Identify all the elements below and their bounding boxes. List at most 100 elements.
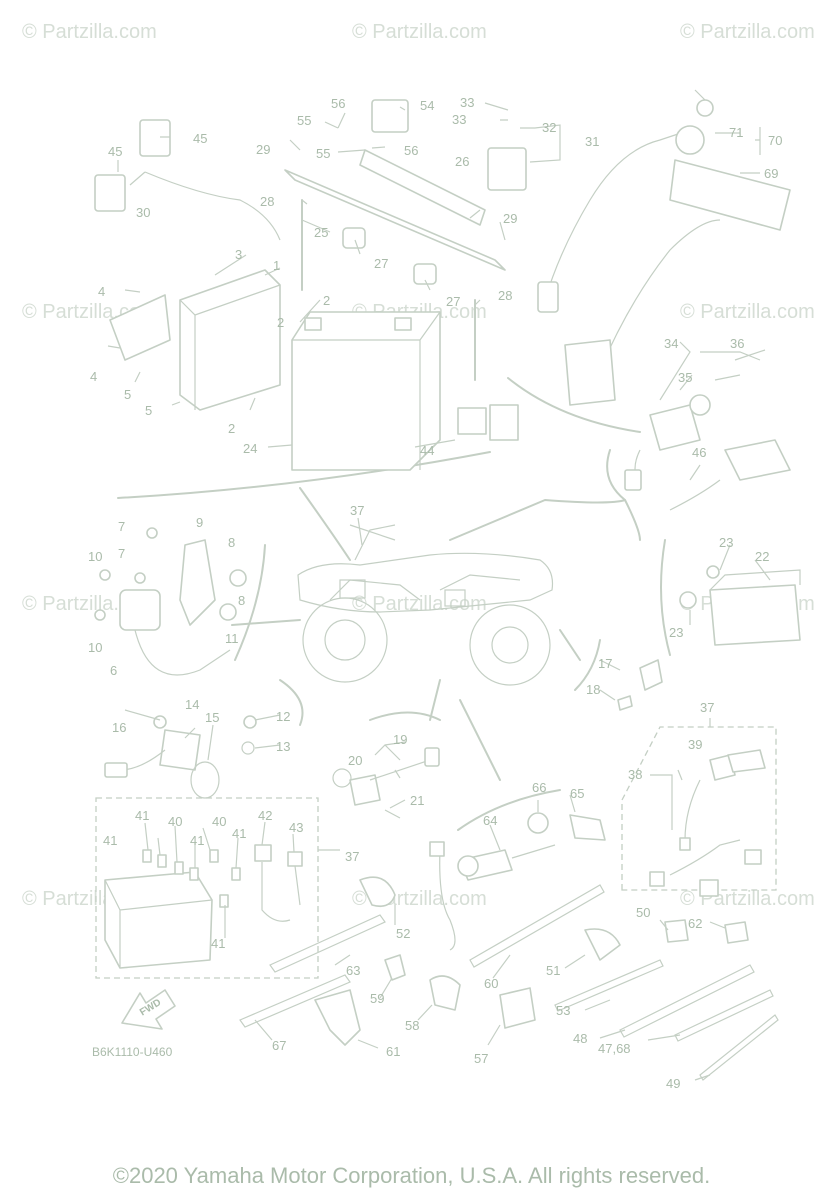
part-label: 41 (190, 833, 204, 848)
part-label: 41 (103, 833, 117, 848)
part-label: 2 (277, 315, 284, 330)
part-label: 41 (135, 808, 149, 823)
watermark: © Partzilla.com (680, 301, 815, 323)
part-label: 26 (455, 154, 469, 169)
part-label: 46 (692, 445, 706, 460)
part-label: 30 (136, 205, 150, 220)
cdi-unit (679, 565, 801, 646)
part-label: 40 (212, 814, 226, 829)
part-label: 61 (386, 1044, 400, 1059)
part-label: 31 (585, 134, 599, 149)
part-label: 41 (211, 936, 225, 951)
part-label: 54 (420, 98, 434, 113)
part-label: 63 (346, 963, 360, 978)
part-label: 7 (118, 519, 125, 534)
part-label: 52 (396, 926, 410, 941)
part-label: 20 (348, 753, 362, 768)
part-label: 6 (110, 663, 117, 678)
part-label: 22 (755, 549, 769, 564)
part-label: 3 (235, 247, 242, 262)
part-label: 67 (272, 1038, 286, 1053)
part-label: 16 (112, 720, 126, 735)
part-label: 70 (768, 133, 782, 148)
fwd-arrow: FWD (121, 989, 176, 1030)
ignition-coil-group (94, 527, 247, 676)
part-label: 66 (532, 780, 546, 795)
part-label: 29 (503, 211, 517, 226)
part-label: 69 (764, 166, 778, 181)
part-label: 42 (258, 808, 272, 823)
part-label: 34 (664, 336, 678, 351)
part-label: 2 (228, 421, 235, 436)
part-label: 58 (405, 1018, 419, 1033)
watermark: © Partzilla.com (22, 21, 157, 43)
part-label: 47,68 (598, 1041, 631, 1056)
part-label: 33 (452, 112, 466, 127)
part-label: 4 (90, 369, 97, 384)
part-label: 21 (410, 793, 424, 808)
part-label: 48 (573, 1031, 587, 1046)
watermark: © Partzilla.com (352, 593, 487, 615)
part-label: 39 (688, 737, 702, 752)
part-label: 17 (598, 656, 612, 671)
clips-and-ties (239, 876, 779, 1081)
part-label: 27 (446, 294, 460, 309)
parts-diagram: © Partzilla.com © Partzilla.com © Partzi… (22, 21, 815, 1091)
section-dividers (117, 377, 671, 831)
part-label: 56 (331, 96, 345, 111)
relays-top (94, 99, 527, 241)
part-label: 60 (484, 976, 498, 991)
part-label: 56 (404, 143, 418, 158)
part-label: 24 (243, 441, 257, 456)
starter-cable-group (429, 812, 606, 951)
part-label: 51 (546, 963, 560, 978)
part-labels: 1 2 2 2 3 4 4 5 5 6 7 7 8 8 9 10 10 11 1… (88, 95, 782, 1091)
part-label: 11 (225, 631, 239, 646)
part-label: 1 (273, 258, 280, 273)
part-label: 23 (669, 625, 683, 640)
part-label: 10 (88, 640, 102, 655)
sensors-right (617, 659, 663, 711)
part-label: 55 (316, 146, 330, 161)
part-label: 45 (108, 144, 122, 159)
part-label: 5 (124, 387, 131, 402)
part-label: 14 (185, 697, 199, 712)
part-label: 49 (666, 1076, 680, 1091)
part-label: 19 (393, 732, 407, 747)
sub-harness-group (621, 726, 777, 897)
part-label: 8 (238, 593, 245, 608)
part-label: 41 (232, 826, 246, 841)
part-label: 33 (460, 95, 474, 110)
part-label: 23 (719, 535, 733, 550)
part-label: 53 (556, 1003, 570, 1018)
part-label: 15 (205, 710, 219, 725)
part-label: 50 (636, 905, 650, 920)
part-label: 25 (314, 225, 328, 240)
ignition-switch (624, 349, 791, 511)
part-label: 43 (289, 820, 303, 835)
sensors-left (104, 715, 257, 799)
battery-bands (284, 149, 506, 381)
part-label: 55 (297, 113, 311, 128)
part-label: 37 (350, 503, 364, 518)
part-label: 28 (498, 288, 512, 303)
part-label: 10 (88, 549, 102, 564)
switch-group-center (332, 747, 440, 819)
watermark: © Partzilla.com (352, 21, 487, 43)
part-label: 12 (276, 709, 290, 724)
fuse-box-group (95, 797, 319, 979)
watermark: © Partzilla.com (680, 21, 815, 43)
part-label: 28 (260, 194, 274, 209)
part-label: 32 (542, 120, 556, 135)
part-label: 38 (628, 767, 642, 782)
part-label: 7 (118, 546, 125, 561)
part-label: 45 (193, 131, 207, 146)
part-label: 44 (420, 443, 434, 458)
part-label: 4 (98, 284, 105, 299)
harness-right (537, 99, 791, 406)
part-label: 57 (474, 1051, 488, 1066)
part-label: 2 (323, 293, 330, 308)
diagram-code: B6K1110-U460 (92, 1045, 173, 1059)
part-label: 59 (370, 991, 384, 1006)
part-label: 65 (570, 786, 584, 801)
